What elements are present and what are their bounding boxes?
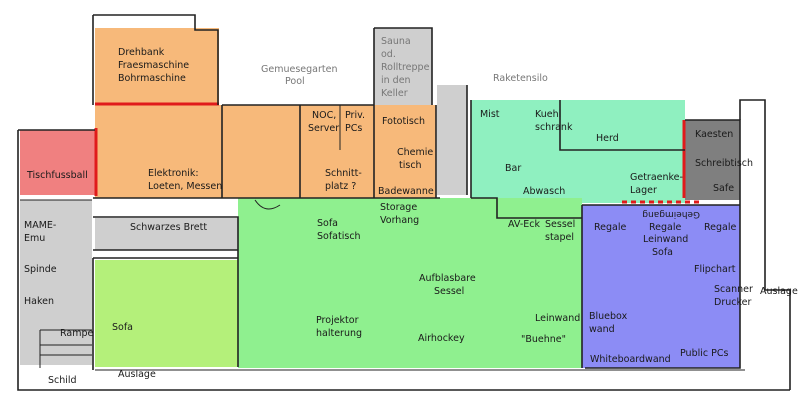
label-regale-right: Regale [704, 222, 737, 233]
label-airhockey: Airhockey [418, 333, 465, 344]
label-sesselstapel-2: stapel [545, 232, 574, 243]
label-noc-1: NOC, [312, 110, 336, 121]
label-drehbank-1: Drehbank [118, 47, 165, 58]
label-chemietisch-1: Chemie [397, 147, 433, 158]
label-privpcs-2: PCs [345, 123, 362, 134]
label-mame-1: MAME- [24, 220, 56, 231]
label-sesselstapel-1: Sessel [545, 219, 575, 230]
label-herd: Herd [596, 133, 619, 144]
room-elektronik-fill [95, 105, 222, 198]
label-scanner-1: Scanner [714, 284, 753, 295]
label-noc-2: Server [308, 123, 339, 134]
label-storage-2: Vorhang [380, 215, 419, 226]
label-schwarzes-brett: Schwarzes Brett [130, 222, 207, 233]
label-whiteboardwand: Whiteboardwand [590, 354, 671, 365]
walls [17, 14, 791, 391]
label-buehne: "Buehne" [521, 334, 566, 345]
label-privpcs-1: Priv. [345, 110, 365, 121]
label-kaesten: Kaesten [695, 129, 733, 140]
label-leinwand-main: Leinwand [535, 313, 580, 324]
label-safe: Safe [713, 183, 734, 194]
label-bar: Bar [505, 163, 521, 174]
label-mist: Mist [480, 109, 500, 120]
label-sauna-2: od. [381, 49, 396, 60]
label-sofa-left: Sofa [112, 322, 133, 333]
label-getraenkelager-2: Lager [630, 185, 657, 196]
room-drehbank-fill [95, 28, 219, 105]
label-sauna-5: Keller [381, 88, 408, 99]
label-av-eck: AV-Eck [508, 219, 540, 230]
label-sofa-main-2: Sofatisch [317, 231, 361, 242]
room-schwarzes-brett-fill [95, 218, 238, 250]
label-sofa-main-1: Sofa [317, 218, 338, 229]
room-tischfussball-fill [20, 130, 95, 195]
room-kitchen-fill [471, 100, 685, 203]
label-sauna-4: in den [381, 75, 411, 86]
label-bluebox-1: Bluebox [589, 311, 628, 322]
label-regale-leinwand-1: Regale [649, 222, 682, 233]
label-tischfussball: Tischfussball [26, 170, 88, 181]
room-workshop-mid-fill [222, 105, 374, 198]
label-geheimgang: Geheimgang [642, 209, 700, 219]
room-presentation-fill [582, 205, 740, 368]
label-schild: Schild [48, 375, 77, 386]
label-mame-2: Emu [24, 233, 45, 244]
label-gemuesegarten-2: Pool [285, 76, 305, 87]
label-drehbank-3: Bohrmaschine [118, 73, 186, 84]
label-rampe: Rampe [60, 328, 93, 339]
room-dark-storage-fill [685, 120, 740, 200]
label-aufblasbare-2: Sessel [434, 286, 464, 297]
label-schreibtisch: Schreibtisch [695, 158, 753, 169]
room-sofa-left-fill [95, 260, 238, 367]
label-drehbank-2: Fraesmaschine [118, 60, 189, 71]
label-getraenkelager-1: Getraenke- [630, 172, 683, 183]
label-bluebox-2: wand [589, 324, 615, 335]
room-sauna-fill [374, 28, 432, 105]
label-aufblasbare-1: Aufblasbare [419, 273, 476, 284]
room-fototisch-fill [374, 105, 436, 198]
label-badewanne: Badewanne [378, 186, 434, 197]
label-kuehlschrank-1: Kuehl [535, 109, 561, 120]
label-kuehlschrank-2: schrank [535, 122, 573, 133]
label-regale-left: Regale [594, 222, 627, 233]
label-projektor-1: Projektor [316, 315, 359, 326]
label-sauna-1: Sauna [381, 36, 411, 47]
label-auslage-bottom: Auslage [118, 369, 156, 380]
label-chemietisch-2: tisch [399, 160, 422, 171]
label-auslage-right: Auslage [760, 286, 798, 297]
label-schnittplatz-1: Schnitt- [325, 168, 362, 179]
label-projektor-2: halterung [316, 328, 362, 339]
label-gemuesegarten-1: Gemuesegarten [261, 64, 337, 75]
label-abwasch: Abwasch [523, 186, 565, 197]
label-elektronik-1: Elektronik: [148, 168, 199, 179]
label-spinde: Spinde [24, 264, 57, 275]
label-scanner-2: Drucker [714, 297, 751, 308]
label-regale-leinwand-2: Leinwand [643, 234, 688, 245]
label-raketensilo: Raketensilo [493, 73, 548, 84]
room-corridor-fill [437, 85, 467, 195]
label-elektronik-2: Loeten, Messen [148, 181, 222, 192]
label-flipchart: Flipchart [694, 264, 736, 275]
label-haken: Haken [24, 296, 54, 307]
room-lounge-fill [238, 198, 582, 368]
label-schnittplatz-2: platz ? [325, 181, 356, 192]
label-public-pcs: Public PCs [680, 348, 728, 359]
room-left-corridor-fill [20, 200, 92, 365]
label-fototisch: Fototisch [382, 116, 425, 127]
label-storage-1: Storage [380, 202, 417, 213]
label-regale-leinwand-3: Sofa [652, 247, 673, 258]
label-sauna-3: Rolltreppe [381, 62, 430, 73]
